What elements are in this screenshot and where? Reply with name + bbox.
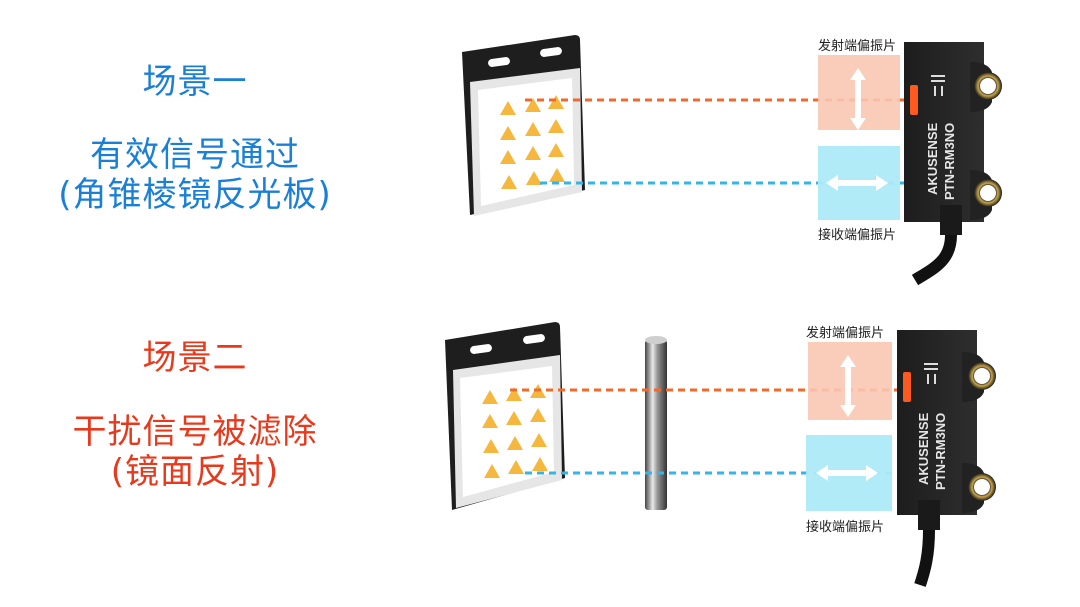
- scene1-receiver-polarizer: [818, 146, 900, 220]
- scene1-sensor: AKUSENSE PTN-RM3NO: [904, 42, 1002, 286]
- scene2-output-icon: [924, 363, 938, 384]
- scene2-receiver-polarizer-label: 接收端偏振片: [806, 520, 885, 535]
- scene2-receiver-polarizer: [806, 435, 892, 511]
- scene1-receiver-polarizer-label: 接收端偏振片: [818, 228, 897, 243]
- scene2-description-line1: 干扰信号被滤除: [72, 412, 318, 452]
- scene2-emitter-led: [903, 372, 911, 402]
- scene1-prism-triangles: [500, 95, 565, 189]
- scene2-mirror-rod: [645, 336, 667, 510]
- scene2-sensor: AKUSENSE PTN-RM3NO: [897, 330, 996, 587]
- scene2-description-line2: (镜面反射): [110, 452, 280, 492]
- scene1-reflector: [462, 35, 585, 216]
- scene1-emitter-polarizer: [818, 55, 900, 130]
- scene1-output-icon: [931, 75, 945, 96]
- scene1-emitter-polarizer-label: 发射端偏振片: [818, 39, 897, 54]
- scene2-title: 场景二: [142, 338, 248, 378]
- scene2-emitter-polarizer-label: 发射端偏振片: [806, 326, 885, 341]
- scene1-sensor-brand: AKUSENSE: [925, 122, 940, 195]
- scene2-emitter-polarizer: [808, 342, 892, 420]
- scene1-description-line1: 有效信号通过: [90, 135, 300, 175]
- scene1-sensor-model: PTN-RM3NO: [942, 123, 957, 200]
- scene1-emitter-led: [910, 85, 918, 115]
- scene1-description-line2: (角锥棱镜反光板): [58, 175, 332, 215]
- scene2-reflector: [445, 322, 565, 510]
- scene2-sensor-brand: AKUSENSE: [916, 412, 931, 485]
- scene1-title: 场景一: [142, 62, 248, 102]
- scene2-sensor-model: PTN-RM3NO: [933, 413, 948, 490]
- scene2-prism-triangles: [482, 384, 548, 478]
